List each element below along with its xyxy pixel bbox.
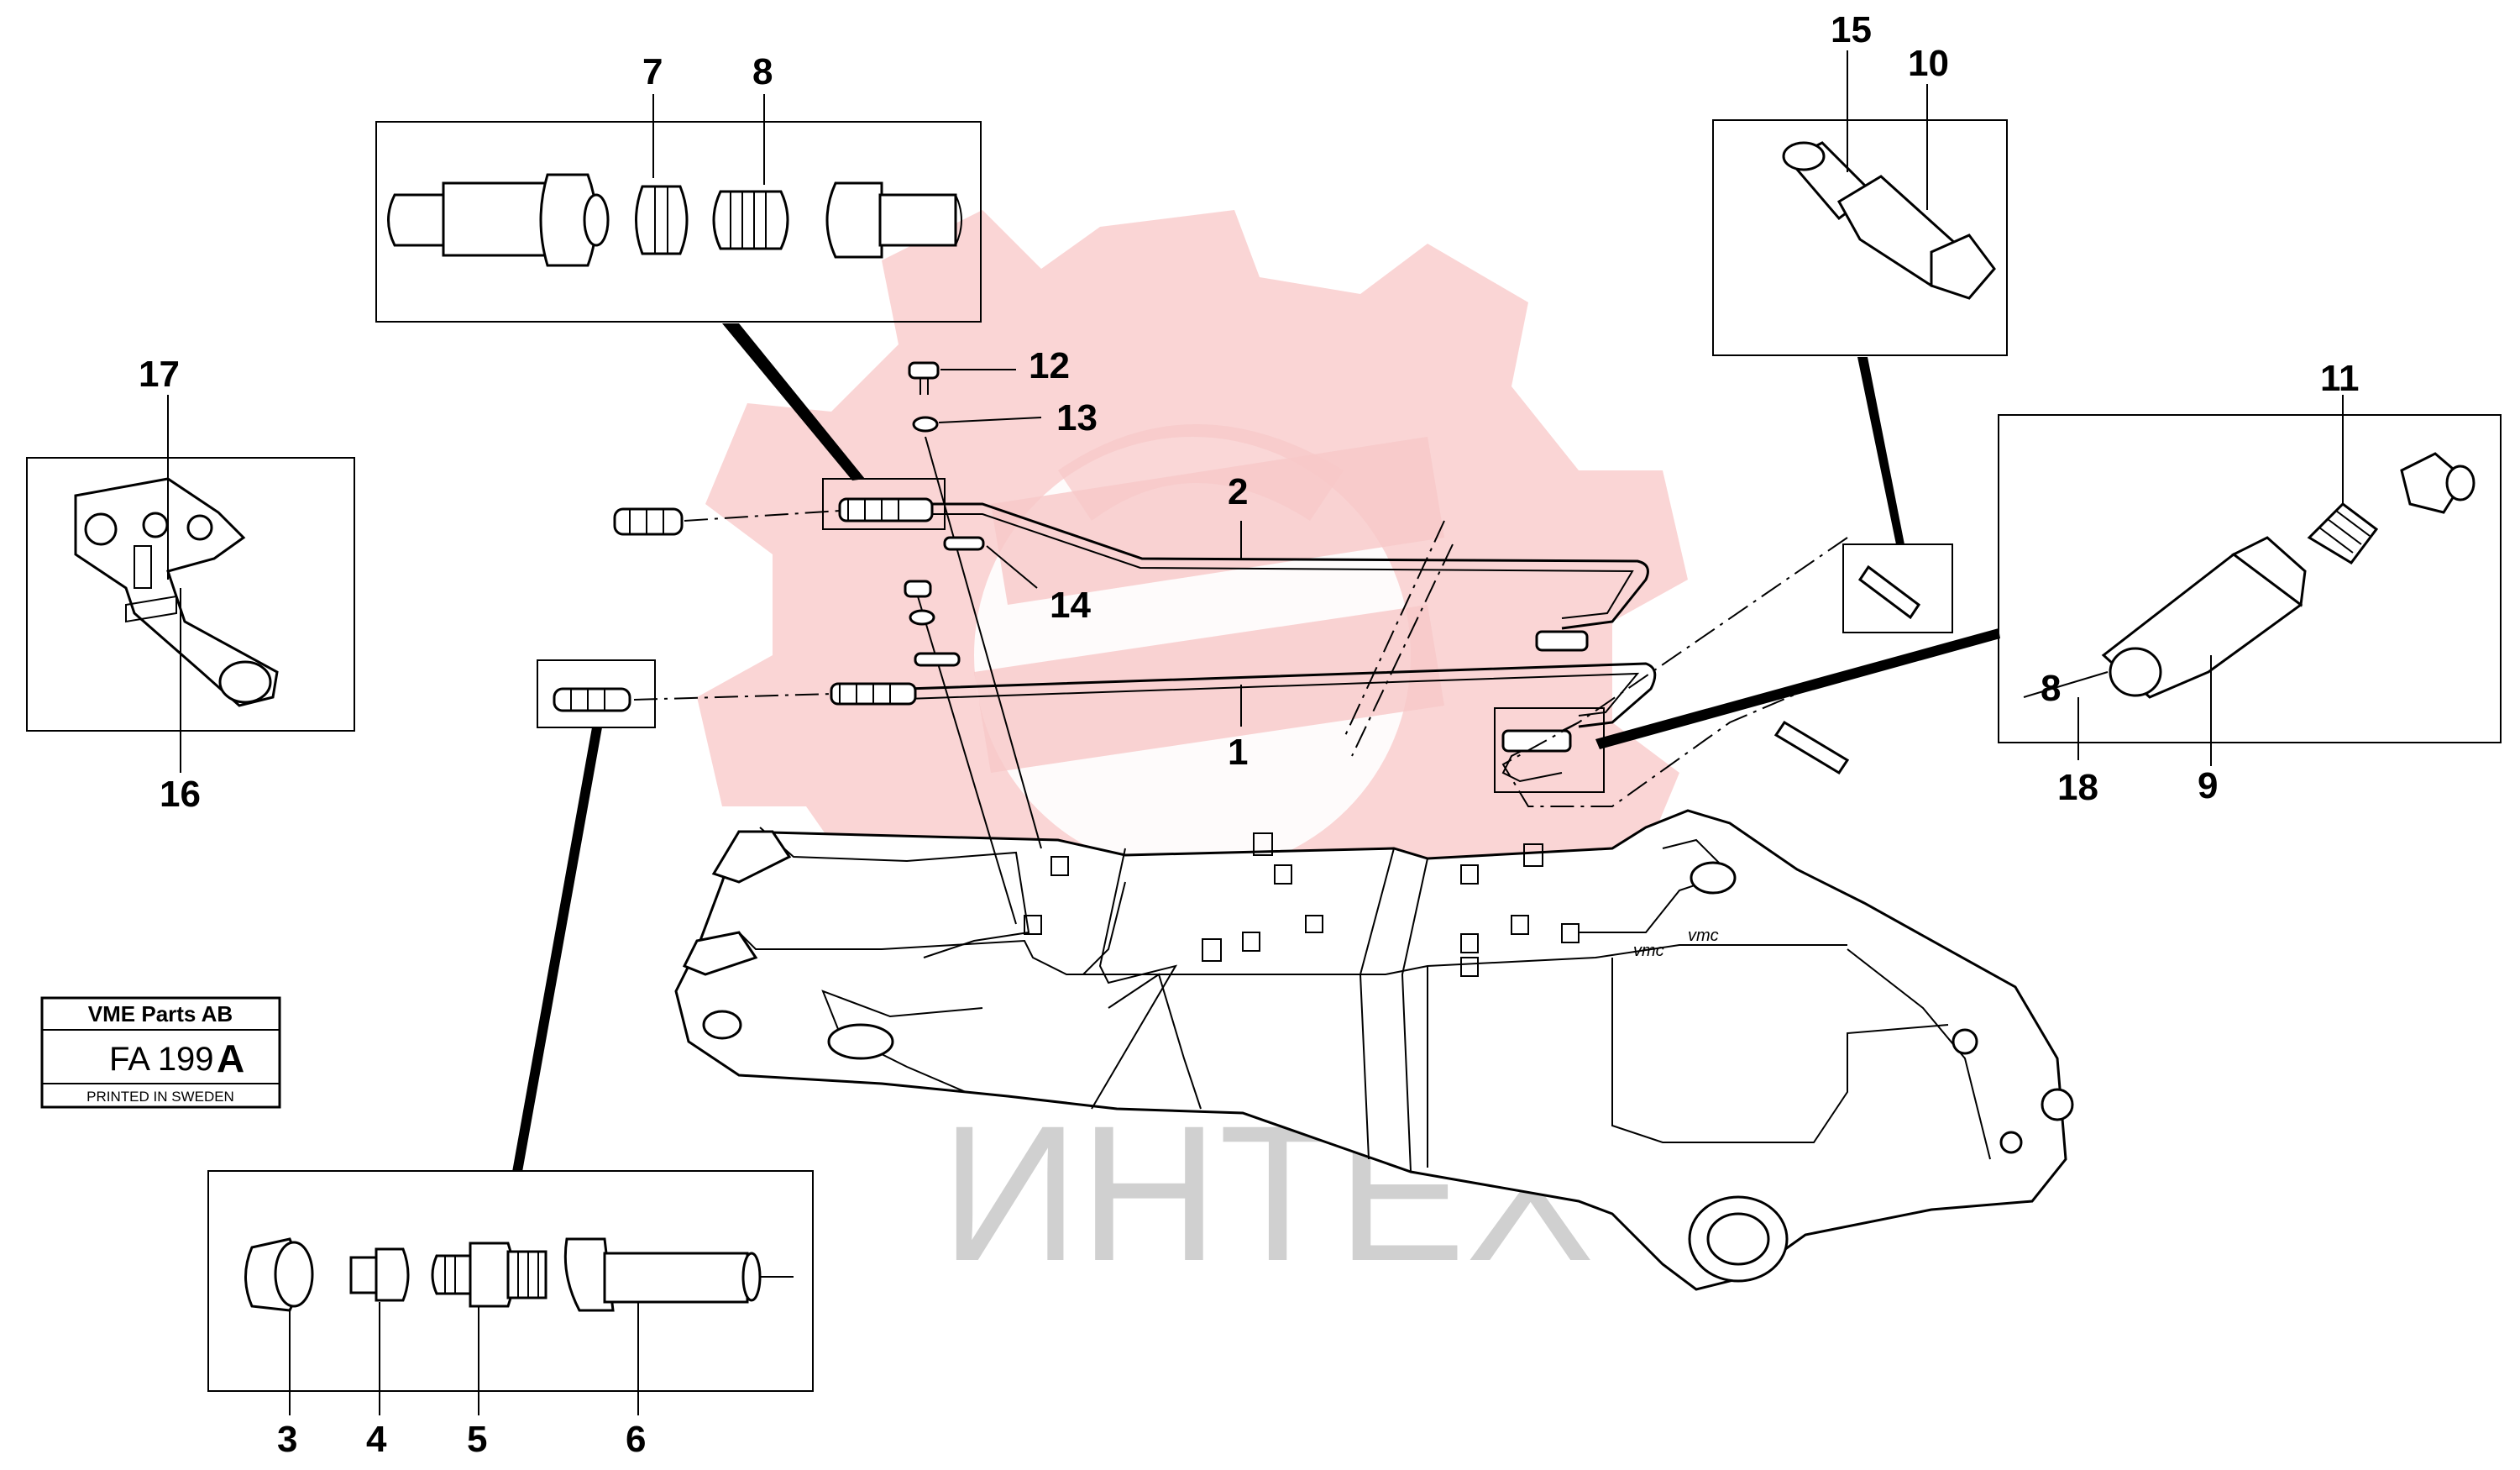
- stamp-company: VME Parts AB: [88, 1001, 233, 1026]
- pipe-assembly: [553, 361, 1850, 925]
- callout-12: 12: [1029, 345, 1070, 386]
- pointer-detail-10-15: [1857, 357, 1904, 544]
- callout-14: 14: [1050, 585, 1091, 626]
- svg-text:vmc: vmc: [1633, 942, 1664, 960]
- pointer-detail-9-11-18: [1595, 628, 2000, 749]
- callout-17: 17: [139, 354, 180, 395]
- callout-10: 10: [1908, 43, 1949, 84]
- detail-box-bracket-16-17: [26, 395, 355, 773]
- callout-2: 2: [1228, 471, 1248, 512]
- callout-11: 11: [2320, 358, 2360, 399]
- pointer-detail-7-8: [722, 323, 865, 480]
- callout-7: 7: [642, 51, 663, 92]
- callout-8-detail: 8: [2041, 668, 2061, 709]
- title-stamp: VME Parts AB FA 199 A PRINTED IN SWEDEN: [40, 996, 281, 1109]
- detail-box-fittings-9-11-18: [1998, 395, 2502, 766]
- callout-6: 6: [626, 1419, 646, 1460]
- boom-arm: vmc vmc: [674, 809, 2074, 1291]
- detail-marker-upper-left: [822, 478, 946, 530]
- callout-13: 13: [1056, 397, 1098, 438]
- stamp-code: FA 199: [109, 1041, 214, 1078]
- detail-box-fittings-3-6: [207, 1170, 814, 1415]
- callout-5: 5: [467, 1419, 487, 1460]
- pointer-detail-3-6: [512, 727, 602, 1172]
- stamp-footer: PRINTED IN SWEDEN: [86, 1089, 234, 1105]
- callout-labels: 1 2 3 4 5 6 7 8 8 9 10 11 12 13 14 15 16…: [139, 9, 2360, 1460]
- callout-4: 4: [366, 1419, 387, 1460]
- callout-15: 15: [1831, 9, 1872, 50]
- callout-1: 1: [1228, 732, 1248, 773]
- callout-9: 9: [2198, 765, 2218, 806]
- callout-3: 3: [277, 1419, 297, 1460]
- stamp-revision: A: [217, 1037, 244, 1080]
- detail-box-fitting-10-15: [1712, 50, 2008, 356]
- detail-box-fittings-7-8: [375, 94, 982, 323]
- callout-16: 16: [160, 774, 201, 815]
- svg-text:vmc: vmc: [1688, 927, 1719, 945]
- callout-8: 8: [752, 51, 773, 92]
- callout-18: 18: [2057, 767, 2098, 808]
- detail-marker-right-mid: [1494, 707, 1605, 793]
